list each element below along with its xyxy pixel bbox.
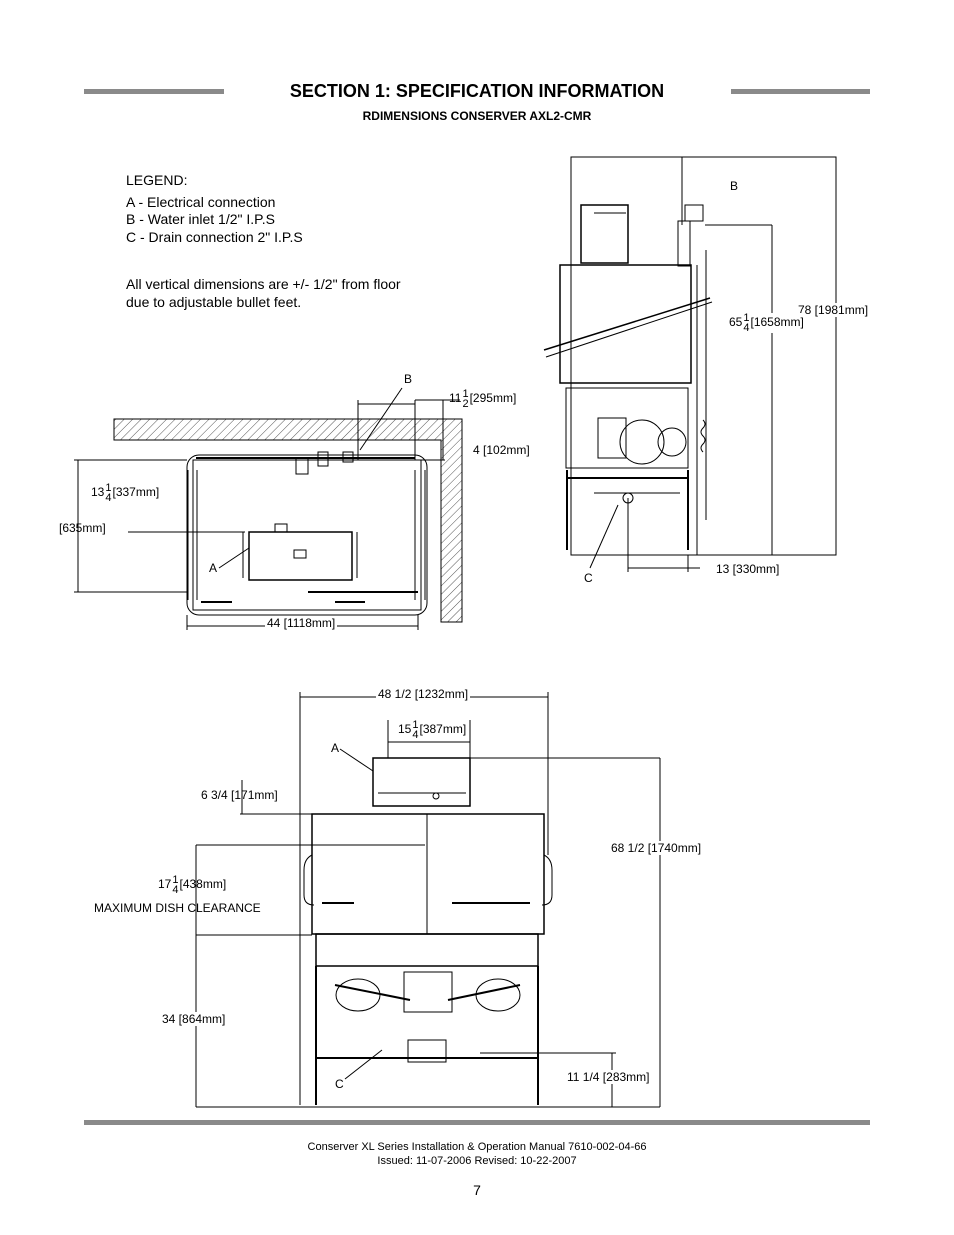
legend-note: All vertical dimensions are +/- 1/2" fro… xyxy=(126,276,401,311)
header-rule-right xyxy=(731,89,870,94)
footer-manual-line: Conserver XL Series Installation & Opera… xyxy=(307,1141,647,1153)
header-rule-left xyxy=(84,89,224,94)
top-view-label-b: B xyxy=(404,372,413,386)
section-title: SECTION 1: SPECIFICATION INFORMATION xyxy=(289,81,665,101)
section-subtitle: RDIMENSIONS CONSERVER AXL2-CMR xyxy=(362,109,592,123)
legend-item-b: B - Water inlet 1/2" I.P.S xyxy=(126,211,275,227)
dim-11-quarter-283: 11 1/4 [283mm] xyxy=(567,1070,650,1084)
dim-68-half-1740: 68 1/2 [1740mm] xyxy=(611,841,702,855)
dim-6-3-4-171: 6 3/4 [171mm] xyxy=(201,788,278,802)
side-view-drawing xyxy=(543,156,837,572)
front-view-drawing xyxy=(195,692,661,1108)
dim-44-1118: 44 [1118mm] xyxy=(265,616,338,630)
dim-78-1981: 78 [1981mm] xyxy=(798,303,869,317)
legend-item-a: A - Electrical connection xyxy=(126,193,276,210)
top-view-label-a: A xyxy=(209,561,218,575)
dim-635: [635mm] xyxy=(59,521,106,535)
front-view-label-c: C xyxy=(335,1077,344,1091)
front-view-label-a: A xyxy=(331,741,340,755)
footer-rule xyxy=(84,1120,870,1125)
dim-13-330: 13 [330mm] xyxy=(716,562,780,576)
page-number: 7 xyxy=(473,1182,481,1198)
legend-item-c: C - Drain connection 2" I.P.S xyxy=(126,228,303,245)
dim-48-half-1232: 48 1/2 [1232mm] xyxy=(376,687,471,701)
legend-note-line2: due to adjustable bullet feet. xyxy=(126,293,302,310)
dim-4-102: 4 [102mm] xyxy=(473,443,530,457)
legend-heading: LEGEND: xyxy=(126,172,188,188)
footer-dates-line: Issued: 11-07-2006 Revised: 10-22-2007 xyxy=(377,1155,577,1167)
legend: LEGEND: A - Electrical connection B - Wa… xyxy=(126,172,303,246)
legend-note-line1: All vertical dimensions are +/- 1/2" fro… xyxy=(126,276,401,292)
side-view-label-c: C xyxy=(584,571,593,585)
dim-34-864: 34 [864mm] xyxy=(162,1012,226,1026)
max-dish-clearance-label: MAXIMUM DISH CLEARANCE xyxy=(94,901,261,915)
side-view-label-b: B xyxy=(730,179,739,193)
top-view-drawing xyxy=(74,387,463,630)
